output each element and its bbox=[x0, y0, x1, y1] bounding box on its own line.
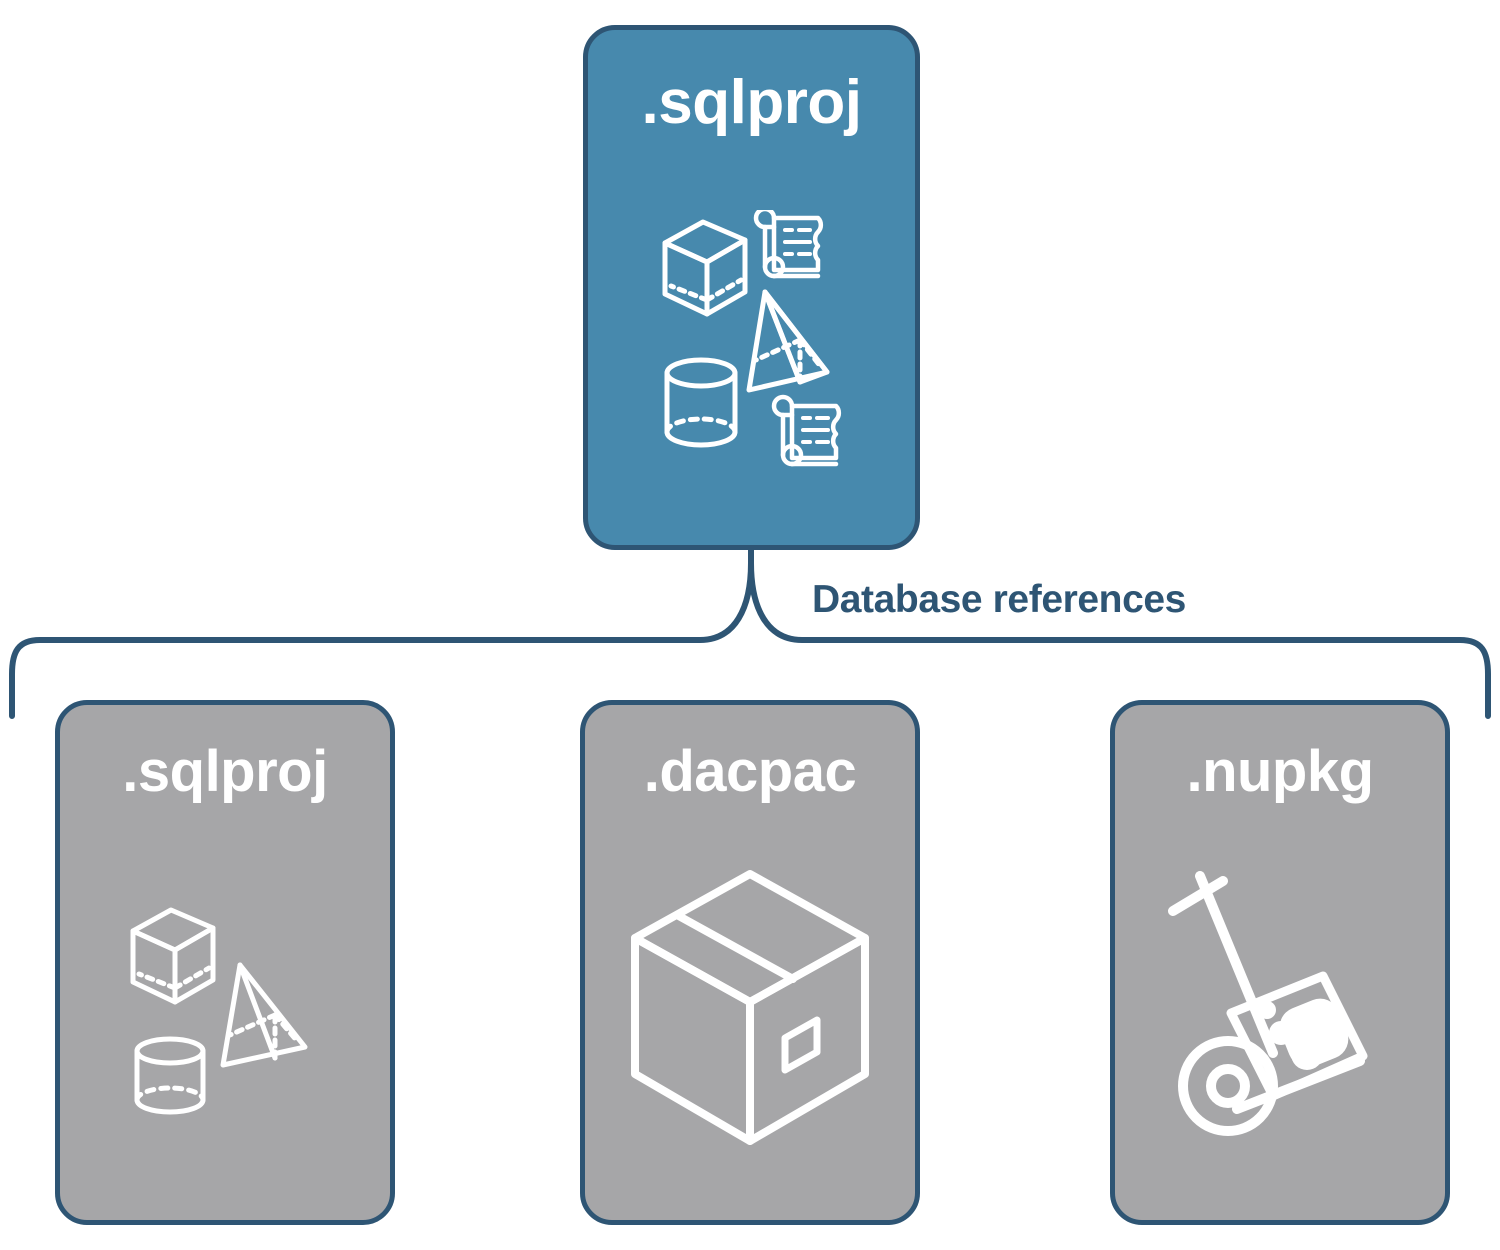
node-card-ref-nupkg[interactable]: .nupkg bbox=[1110, 700, 1450, 1225]
pyramid-icon bbox=[746, 289, 829, 392]
cylinder-icon bbox=[134, 1036, 206, 1115]
bracket-left-arm bbox=[9, 560, 754, 719]
node-card-ref-sqlproj[interactable]: .sqlproj bbox=[55, 700, 395, 1225]
node-card-ref-dacpac[interactable]: .dacpac bbox=[580, 700, 920, 1225]
root-icon-group bbox=[588, 134, 915, 545]
card-title-root: .sqlproj bbox=[641, 68, 862, 137]
ref-nupkg-icon-group bbox=[1115, 801, 1445, 1220]
node-card-root-sqlproj[interactable]: .sqlproj bbox=[583, 25, 920, 550]
cube-icon bbox=[130, 907, 216, 1005]
ref-sqlproj-icons-svg bbox=[130, 907, 308, 1115]
root-icons-svg bbox=[662, 209, 841, 466]
ref-sqlproj-icon-group bbox=[60, 801, 390, 1220]
hand-truck-package-icon bbox=[1168, 870, 1368, 1136]
card-title-ref-nupkg: .nupkg bbox=[1186, 739, 1374, 804]
card-title-ref-dacpac: .dacpac bbox=[643, 739, 857, 804]
cylinder-icon bbox=[664, 357, 737, 447]
ref-dacpac-icon-group bbox=[585, 801, 915, 1220]
script-scroll-icon bbox=[771, 394, 841, 466]
wheel-icon bbox=[1178, 1035, 1278, 1136]
cube-icon bbox=[662, 219, 747, 316]
connector-label-database-references: Database references bbox=[812, 578, 1186, 621]
package-box-icon bbox=[631, 869, 869, 1145]
pyramid-icon bbox=[220, 962, 308, 1068]
nuget-logo-shape bbox=[1258, 998, 1349, 1070]
card-title-ref-sqlproj: .sqlproj bbox=[122, 739, 328, 804]
script-scroll-icon bbox=[753, 209, 823, 278]
